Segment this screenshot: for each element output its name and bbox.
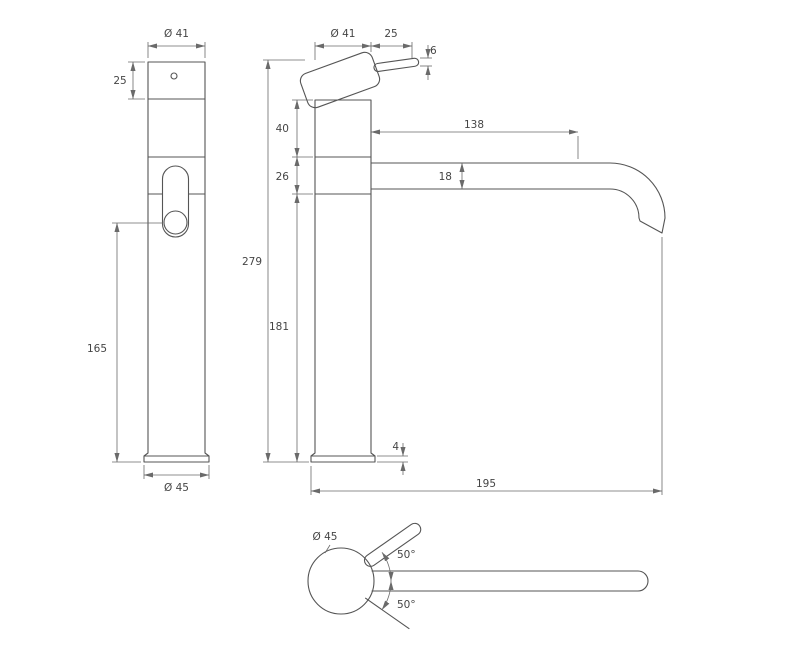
dim-label-side-spout-reach: 138 bbox=[464, 119, 484, 131]
dim-label-front-dia-base: Ø 45 bbox=[164, 482, 189, 494]
handle-plan-outline bbox=[363, 522, 422, 567]
base-circle-plan bbox=[307, 547, 375, 615]
dim-label-side-lower: 181 bbox=[269, 321, 289, 333]
dimension-plan-swing-angles: 50° 50° bbox=[381, 549, 416, 611]
dimension-side-top-diameter: Ø 41 bbox=[314, 28, 372, 60]
dimension-front-outlet-height: 165 bbox=[87, 222, 163, 463]
faucet-body-front-outline bbox=[143, 61, 210, 463]
spout-front-projection bbox=[161, 165, 190, 238]
handle-swing-limit-line bbox=[365, 597, 410, 630]
dim-label-side-rod-dia: 6 bbox=[430, 45, 437, 57]
dim-label-side-base-height: 4 bbox=[392, 441, 399, 453]
dim-label-side-mid: 26 bbox=[276, 171, 290, 183]
dim-label-plan-swing-down: 50° bbox=[397, 599, 416, 611]
handle-sleeve-side bbox=[299, 51, 381, 109]
dim-label-side-spout-dia: 18 bbox=[439, 171, 452, 183]
dimension-front-base-diameter: Ø 45 bbox=[143, 465, 210, 494]
front-view: Ø 41 25 165 Ø 45 bbox=[87, 28, 210, 494]
handle-lever-rod bbox=[373, 57, 420, 72]
side-view: Ø 41 25 6 40 26 181 bbox=[242, 28, 666, 495]
dimension-side-sections: 40 26 181 bbox=[263, 99, 313, 463]
dim-label-side-total-reach: 195 bbox=[476, 478, 496, 490]
dimension-side-base-height: 4 bbox=[377, 441, 408, 475]
dimension-plan-base-diameter: Ø 45 bbox=[313, 531, 338, 554]
dimension-side-handle-length: 25 bbox=[370, 28, 413, 58]
dimension-side-total-height: 279 bbox=[242, 59, 305, 463]
spout-side-outline bbox=[370, 162, 666, 234]
dim-label-side-upper: 40 bbox=[276, 123, 289, 135]
dim-label-plan-dia-base: Ø 45 bbox=[313, 531, 338, 543]
dimension-side-spout-reach: 138 bbox=[370, 119, 579, 159]
spout-outlet-front bbox=[163, 210, 188, 235]
dim-label-front-outlet-height: 165 bbox=[87, 343, 107, 355]
dimension-front-cap-height: 25 bbox=[113, 61, 145, 100]
dimension-side-rod-diameter: 6 bbox=[420, 45, 437, 80]
dimension-side-spout-diameter: 18 bbox=[439, 162, 465, 190]
dim-label-plan-swing-up: 50° bbox=[397, 549, 416, 561]
cap-dot-front bbox=[170, 72, 178, 80]
dim-label-side-total-height: 279 bbox=[242, 256, 262, 268]
dimension-side-total-reach: 195 bbox=[310, 237, 663, 495]
plan-view: 50° 50° Ø 45 bbox=[307, 522, 649, 630]
dimension-front-top-diameter: Ø 41 bbox=[147, 28, 206, 58]
dim-label-side-dia-top: Ø 41 bbox=[331, 28, 356, 40]
dim-label-front-cap: 25 bbox=[113, 75, 126, 87]
dim-label-side-handle-length: 25 bbox=[384, 28, 397, 40]
spout-plan-outline bbox=[371, 570, 649, 592]
faucet-body-side-outline bbox=[310, 99, 376, 463]
dim-label-front-dia-top: Ø 41 bbox=[164, 28, 189, 40]
